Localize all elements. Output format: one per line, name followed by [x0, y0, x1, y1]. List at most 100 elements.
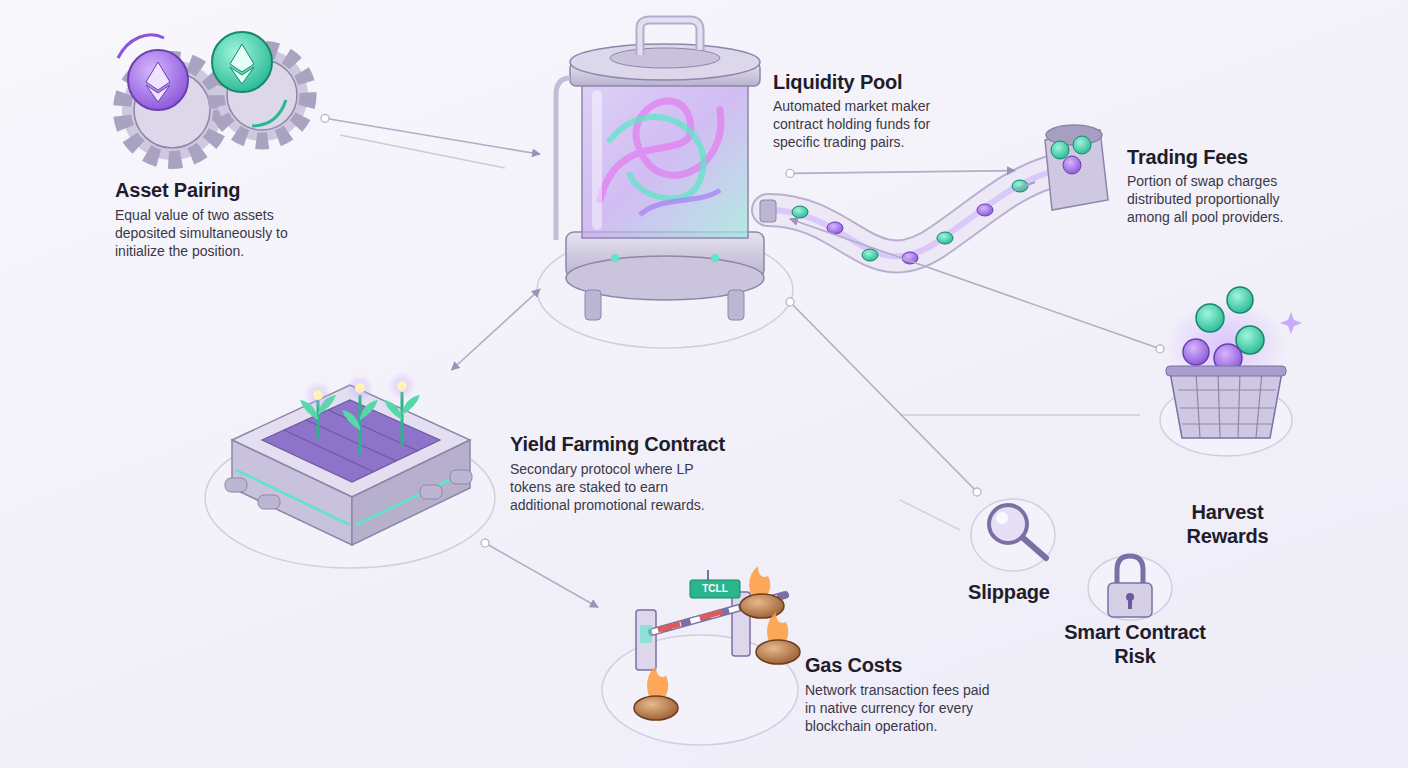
- farm-device-part: [420, 485, 442, 499]
- farm-device-part: [346, 374, 374, 402]
- node-heading: Smart Contract Risk: [1060, 620, 1210, 668]
- slippage-node: Slippage: [968, 492, 1060, 567]
- pool-tank-part: [556, 78, 570, 240]
- toll-gate-part: [756, 640, 800, 664]
- coin-tube-part: [862, 249, 878, 261]
- node-heading: Harvest Rewards: [1165, 500, 1290, 548]
- reward-basket-part: [1178, 372, 1276, 438]
- pool-tank-part: [640, 20, 700, 55]
- connector-dot: [786, 298, 794, 306]
- connector-dot: [786, 169, 794, 177]
- magnifier-icon-part: [996, 512, 1008, 524]
- coin-tube-part: [768, 172, 1050, 256]
- gear-pair-part: [212, 32, 272, 92]
- padlock-icon-part: [1117, 556, 1143, 585]
- reward-basket-part: [1280, 312, 1302, 334]
- gas-node: Gas CostsNetwork transaction fees paid i…: [598, 575, 793, 750]
- pool-tank-part: [585, 290, 601, 320]
- coin-tube-part: [1063, 156, 1081, 174]
- pool-tank-part: [592, 90, 602, 230]
- reward-basket-part: [1170, 372, 1282, 438]
- guide-line-part: [340, 135, 505, 168]
- sign-text: TCLL: [690, 583, 740, 595]
- pool-tank-part: [640, 190, 720, 215]
- coin-tube-part: [1051, 141, 1069, 159]
- pool-tank-part: [611, 254, 619, 262]
- padlock-icon-part: [1108, 583, 1152, 617]
- toll-gate-part: [640, 625, 652, 643]
- connector-dot: [1156, 345, 1164, 353]
- coin-tube-part: [792, 206, 808, 218]
- flow-connector: [790, 219, 1160, 349]
- guide-line-part: [900, 500, 960, 530]
- farm-device-part: [388, 372, 416, 400]
- connector-dot: [973, 488, 981, 496]
- pool-tank-part: [760, 200, 776, 222]
- flow-connector: [485, 543, 598, 607]
- magnifier-icon: [989, 505, 1046, 558]
- farm-device: [225, 372, 472, 545]
- reward-basket-part: [1196, 304, 1224, 332]
- farm-device-part: [342, 400, 378, 430]
- farm-device-part: [304, 381, 332, 409]
- padlock-icon-part: [1128, 599, 1132, 609]
- reward-basket: [1166, 287, 1302, 438]
- node-description: Network transaction fees paid in native …: [805, 681, 1000, 736]
- ground-ring: [205, 232, 1292, 745]
- node-description: Equal value of two assets deposited simu…: [115, 206, 320, 261]
- node-heading: Yield Farming Contract: [510, 432, 770, 456]
- toll-gate-part: [690, 580, 740, 598]
- guide-line-part: [900, 414, 1140, 415]
- pool-tank-part: [600, 101, 721, 200]
- gear-pair: [118, 32, 308, 160]
- pool-node: Liquidity PoolAutomated market maker con…: [540, 20, 790, 330]
- ground-ring-part: [1088, 556, 1172, 620]
- coin-tube-part: [827, 222, 843, 234]
- toll-gate-part: [652, 595, 785, 632]
- flow-connector: [325, 118, 540, 154]
- toll-gate-part: [740, 594, 784, 618]
- magnifier-icon-part: [989, 505, 1027, 543]
- pool-tank-part: [640, 20, 700, 55]
- node-heading: Slippage: [968, 580, 1078, 604]
- gear-pair-part: [128, 50, 188, 110]
- node-heading: Asset Pairing: [115, 178, 345, 202]
- node-heading: Liquidity Pool: [773, 70, 993, 94]
- farm-device-part: [225, 478, 247, 492]
- node-heading: Gas Costs: [805, 653, 1005, 677]
- pool-tank: [556, 20, 776, 320]
- coin-tube-part: [977, 204, 993, 216]
- harvest-node: Harvest Rewards: [1160, 300, 1295, 445]
- connector-dot: [481, 539, 489, 547]
- farm-device-part: [450, 470, 472, 484]
- magnifier-icon-part: [1022, 537, 1046, 558]
- farm-device-part: [236, 470, 466, 525]
- flow-connector: [452, 289, 541, 370]
- coin-tube-part: [768, 172, 1050, 256]
- toll-gate-part: [652, 595, 785, 632]
- node-description: Portion of swap charges distributed prop…: [1127, 172, 1312, 227]
- pool-tank-part: [610, 117, 704, 198]
- node-description: Automated market maker contract holding …: [773, 97, 963, 152]
- risk-node: Smart Contract Risk: [1088, 548, 1180, 618]
- reward-basket-part: [1227, 287, 1253, 313]
- reward-basket-part: [1166, 366, 1286, 376]
- asset-pairing-node: Asset PairingEqual value of two assets d…: [105, 25, 325, 175]
- reward-basket-part: [1183, 339, 1209, 365]
- farm-device-part: [355, 383, 365, 393]
- ground-ring-part: [971, 499, 1055, 571]
- node-heading: Trading Fees: [1127, 145, 1327, 169]
- toll-gate: [634, 566, 800, 720]
- gear-pair-part: [252, 100, 286, 126]
- coin-tube-part: [1073, 136, 1091, 154]
- pool-tank-part: [711, 254, 719, 262]
- coin-tube-part: [1015, 182, 1035, 190]
- farm-node: Yield Farming ContractSecondary protocol…: [210, 370, 485, 560]
- connector-dot: [321, 114, 329, 122]
- fees-node: Trading FeesPortion of swap charges dist…: [1015, 125, 1115, 215]
- coin-tube-part: [937, 232, 953, 244]
- flow-connector: [790, 302, 977, 492]
